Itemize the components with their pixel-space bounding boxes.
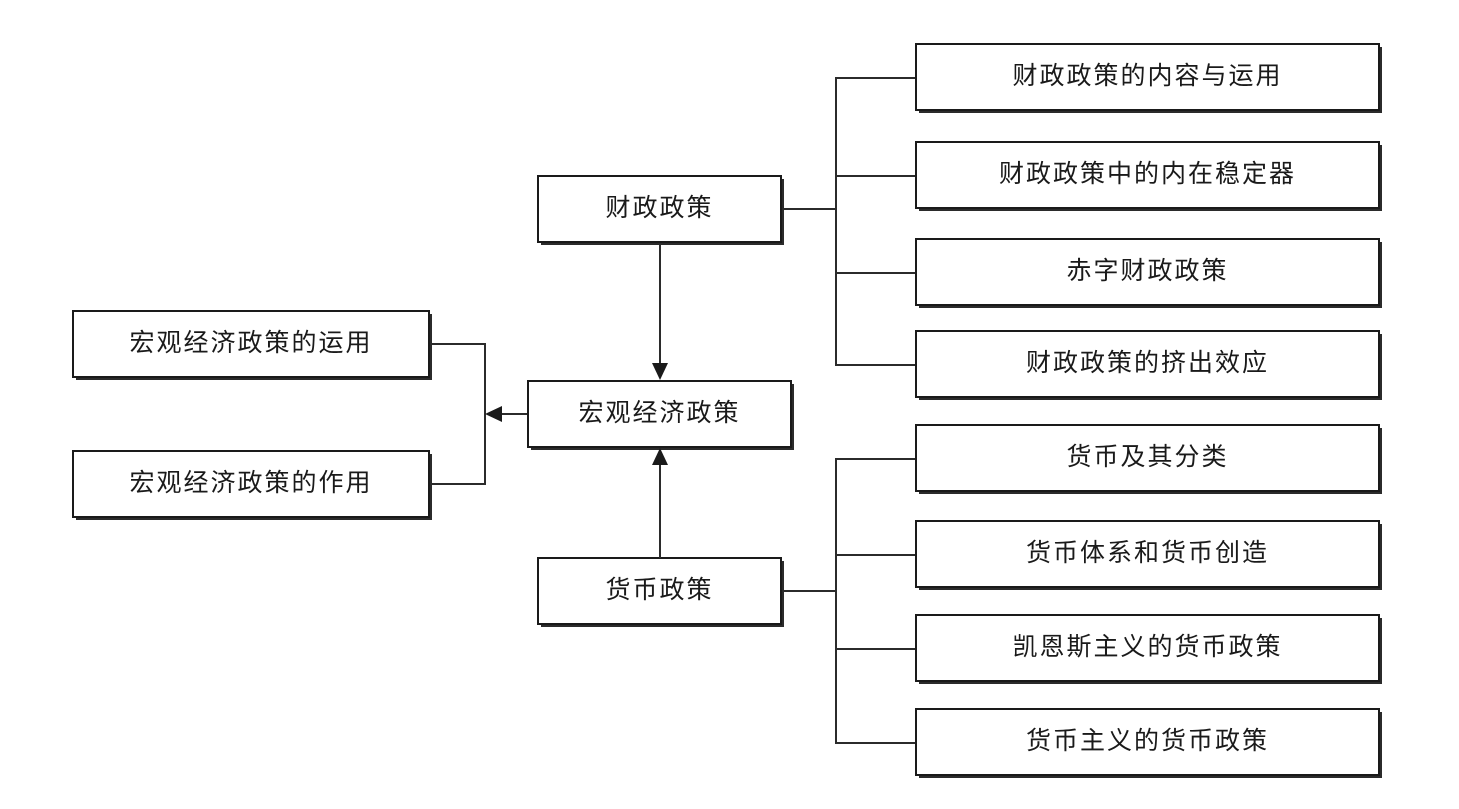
node-monetary-branch-3[interactable]: 凯恩斯主义的货币政策 — [915, 614, 1380, 682]
node-label: 财政政策的内容与运用 — [1012, 63, 1283, 91]
connector-left-stub-1 — [430, 343, 486, 345]
connector-left-stub-2 — [430, 483, 486, 485]
connector-fiscal-to-root-line — [659, 243, 661, 365]
connector-fiscal-stub-4 — [835, 364, 917, 366]
connector-monetary-stub-4 — [835, 742, 917, 744]
node-label: 货币及其分类 — [1066, 444, 1229, 472]
node-macro-economic-policy[interactable]: 宏观经济政策 — [527, 380, 792, 448]
node-label: 财政政策 — [605, 195, 714, 223]
node-label: 凯恩斯主义的货币政策 — [1012, 634, 1283, 662]
connector-root-to-left-line — [502, 413, 527, 415]
node-label: 宏观经济政策 — [578, 400, 741, 428]
node-label: 赤字财政政策 — [1066, 258, 1229, 286]
connector-fiscal-trunk — [782, 208, 837, 210]
connector-fiscal-stub-2 — [835, 175, 917, 177]
node-fiscal-branch-4[interactable]: 财政政策的挤出效应 — [915, 330, 1380, 398]
connector-monetary-spine — [835, 458, 837, 742]
node-label: 货币体系和货币创造 — [1025, 540, 1269, 568]
connector-monetary-to-root-line — [659, 463, 661, 558]
node-label: 财政政策中的内在稳定器 — [998, 161, 1296, 189]
node-fiscal-branch-1[interactable]: 财政政策的内容与运用 — [915, 43, 1380, 111]
node-label: 宏观经济政策的运用 — [129, 330, 373, 358]
node-label: 货币政策 — [605, 577, 714, 605]
connector-fiscal-to-root-arrowhead — [652, 363, 668, 380]
node-monetary-branch-1[interactable]: 货币及其分类 — [915, 424, 1380, 492]
node-monetary-branch-2[interactable]: 货币体系和货币创造 — [915, 520, 1380, 588]
node-monetary-policy[interactable]: 货币政策 — [537, 557, 782, 625]
connector-root-to-left-arrowhead — [485, 406, 502, 422]
node-fiscal-branch-2[interactable]: 财政政策中的内在稳定器 — [915, 141, 1380, 209]
node-left-branch-2[interactable]: 宏观经济政策的作用 — [72, 450, 430, 518]
node-fiscal-branch-3[interactable]: 赤字财政政策 — [915, 238, 1380, 306]
node-monetary-branch-4[interactable]: 货币主义的货币政策 — [915, 708, 1380, 776]
connector-fiscal-stub-1 — [835, 77, 917, 79]
node-left-branch-1[interactable]: 宏观经济政策的运用 — [72, 310, 430, 378]
connector-monetary-to-root-arrowhead — [652, 448, 668, 465]
connector-monetary-stub-2 — [835, 554, 917, 556]
node-label: 宏观经济政策的作用 — [129, 470, 373, 498]
connector-fiscal-spine — [835, 77, 837, 364]
connector-monetary-stub-1 — [835, 458, 917, 460]
connector-monetary-trunk — [782, 590, 837, 592]
connector-monetary-stub-3 — [835, 648, 917, 650]
node-label: 财政政策的挤出效应 — [1025, 350, 1269, 378]
node-fiscal-policy[interactable]: 财政政策 — [537, 175, 782, 243]
connector-fiscal-stub-3 — [835, 272, 917, 274]
node-label: 货币主义的货币政策 — [1025, 728, 1269, 756]
